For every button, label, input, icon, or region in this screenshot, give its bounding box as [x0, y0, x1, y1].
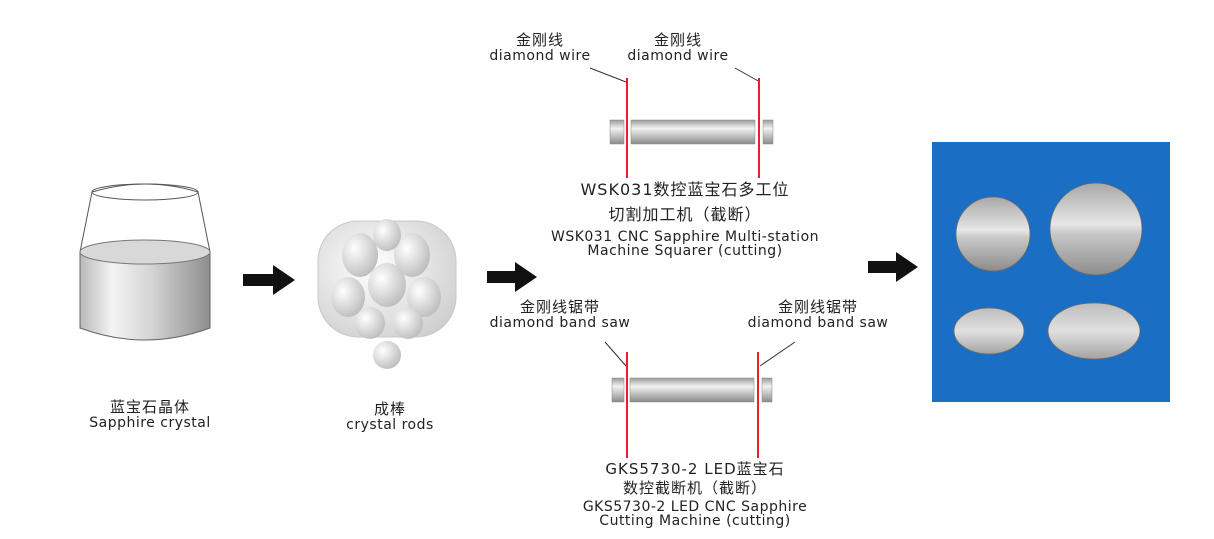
top-machine-illustration: [589, 67, 774, 178]
top-machine-title-en-2: Machine Squarer (cutting): [587, 243, 783, 260]
bottom-machine-title-cn-2: 数控截断机（截断）: [622, 478, 767, 497]
bottom-saw-right-label-en: diamond band saw: [747, 314, 889, 331]
bottom-saw-left-label-en: diamond band saw: [489, 314, 631, 331]
crystal-rods-label-en: crystal rods: [346, 416, 434, 433]
bottom-machine-title: GKS5730-2 LED蓝宝石 数控截断机（截断） GKS5730-2 LED…: [515, 460, 875, 530]
bottom-saw-left-label-cn: 金刚线锯带: [519, 298, 600, 316]
top-machine-title: WSK031数控蓝宝石多工位 切割加工机（截断） WSK031 CNC Sapp…: [515, 180, 855, 260]
bottom-machine-illustration: [604, 341, 796, 458]
sapphire-crystal-label: 蓝宝石晶体 Sapphire crystal: [50, 398, 250, 431]
sapphire-crystal-illustration: [79, 183, 211, 341]
top-machine-title-cn-2: 切割加工机（截断）: [608, 204, 762, 224]
arrow-right-icon: [243, 265, 295, 295]
top-wire-left-label-cn: 金刚线: [515, 31, 564, 49]
arrow-right-icon: [487, 262, 537, 292]
wafer-small-round: [955, 196, 1031, 272]
top-wire-right-label-en: diamond wire: [627, 47, 729, 64]
sapphire-wafers-panel: [932, 142, 1170, 402]
top-wire-left-label: 金刚线 diamond wire: [470, 31, 610, 64]
top-machine-title-en-1: WSK031 CNC Sapphire Multi-station: [550, 228, 820, 245]
top-wire-left-label-en: diamond wire: [489, 47, 591, 64]
bottom-saw-left-label: 金刚线锯带 diamond band saw: [480, 298, 640, 331]
crystal-rods-label-cn: 成棒: [373, 400, 406, 418]
crystal-rods-label: 成棒 crystal rods: [300, 400, 480, 433]
bottom-saw-right-label-cn: 金刚线锯带: [777, 298, 858, 316]
wafer-large-round: [1049, 182, 1143, 276]
crystal-rods-illustration: [317, 219, 457, 369]
bottom-saw-right-label: 金刚线锯带 diamond band saw: [738, 298, 898, 331]
bottom-machine-title-cn-1: GKS5730-2 LED蓝宝石: [605, 460, 785, 478]
sapphire-crystal-label-en: Sapphire crystal: [89, 414, 211, 431]
top-machine-title-cn-1: WSK031数控蓝宝石多工位: [580, 180, 790, 199]
top-wire-right-label: 金刚线 diamond wire: [608, 31, 748, 64]
bottom-machine-title-en-2: Cutting Machine (cutting): [599, 513, 791, 530]
wafer-large-flat: [1047, 302, 1141, 360]
bottom-machine-title-en-1: GKS5730-2 LED CNC Sapphire: [582, 498, 808, 515]
sapphire-crystal-label-cn: 蓝宝石晶体: [109, 398, 190, 416]
wafer-small-flat: [953, 307, 1025, 355]
arrow-right-icon: [868, 252, 918, 282]
top-wire-right-label-cn: 金刚线: [653, 31, 702, 49]
